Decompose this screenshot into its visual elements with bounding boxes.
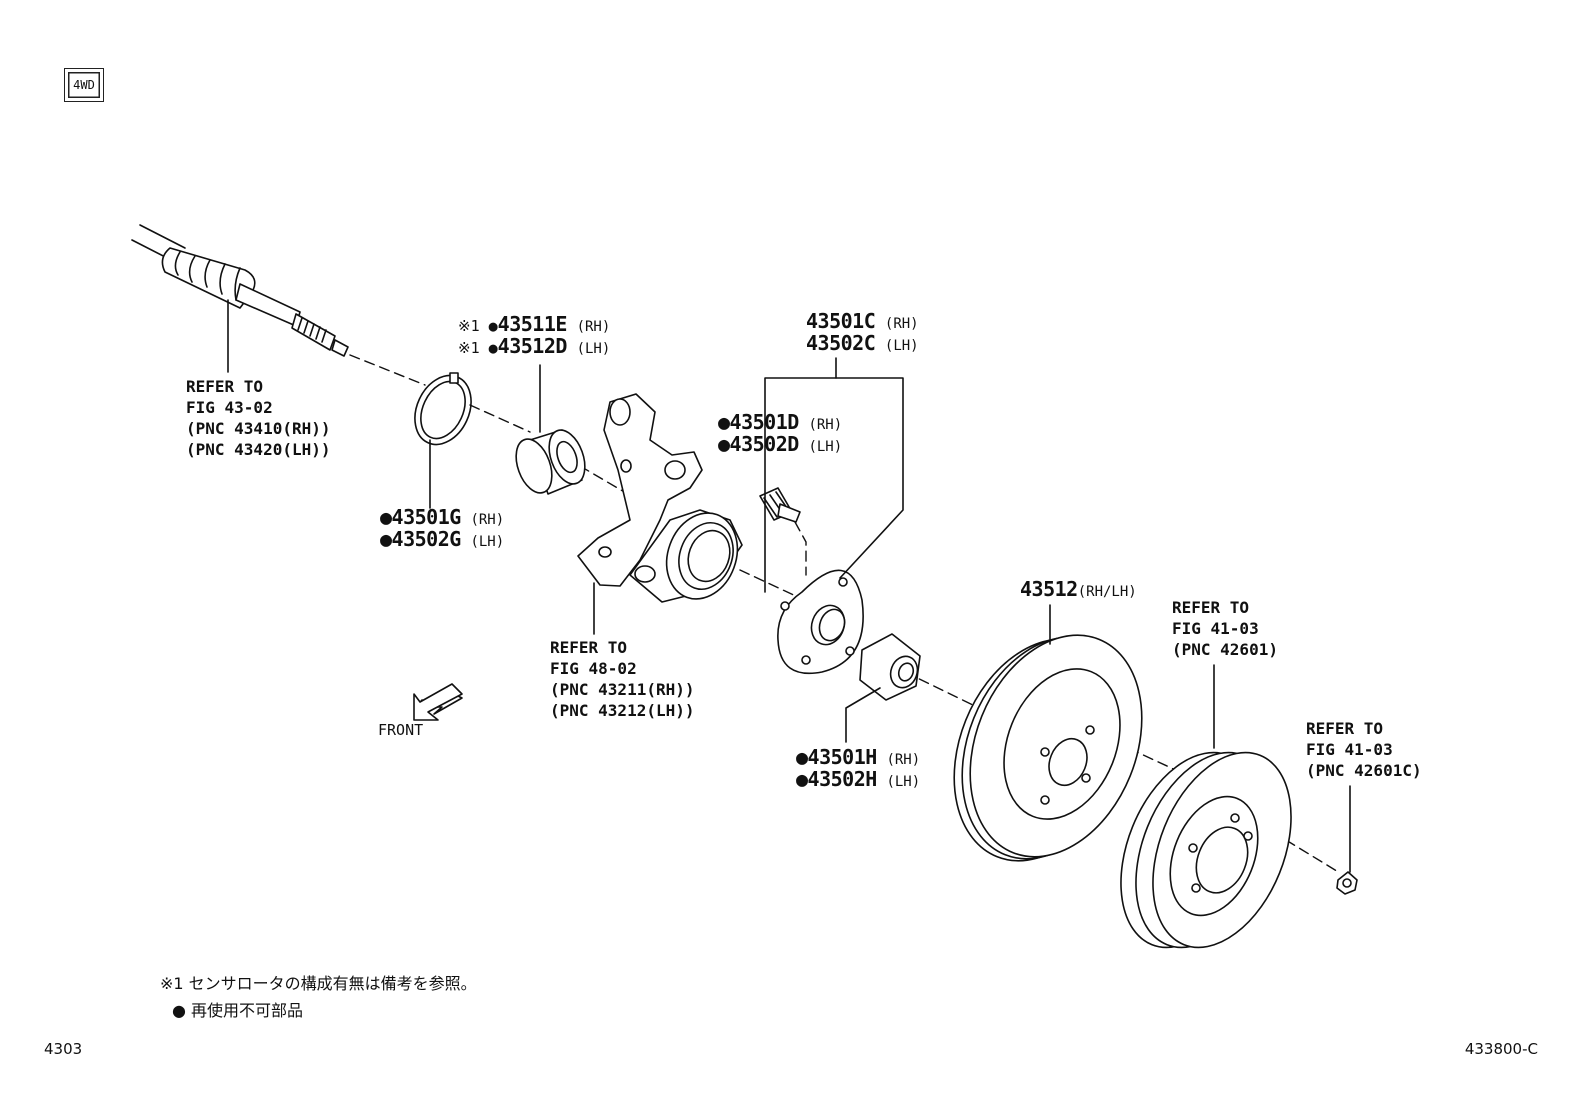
brake-drum (1120, 751, 1292, 949)
disc-part-number: 43512(RH/LH) (1020, 578, 1137, 601)
note-non-reusable: ● 再使用不可部品 (172, 1001, 304, 1020)
part-side: (LH) (884, 338, 919, 354)
snap-ring-part-numbers: ●43501G (RH) ●43502G (LH) (380, 505, 505, 551)
ref-line: REFER TO (1306, 719, 1384, 738)
drive-shaft (131, 224, 349, 357)
drivetrain-tag: 4WD (64, 68, 104, 102)
ref-line: FIG 41-03 (1306, 740, 1393, 759)
ref-line: FIG 41-03 (1172, 619, 1259, 638)
part-prefix: ※1 ● (458, 339, 498, 357)
ref-line: FIG 43-02 (186, 398, 273, 417)
part-side: (RH) (886, 752, 921, 768)
ref-line: (PNC 42601) (1172, 640, 1278, 659)
nut-part-numbers: ●43501H (RH) ●43502H (LH) (796, 745, 921, 791)
part-number[interactable]: 43501D (729, 410, 800, 434)
bearing (515, 429, 586, 495)
wheel-nut (1336, 871, 1358, 895)
nut-leader (845, 687, 881, 743)
lock-nut (859, 633, 921, 701)
part-prefix: ● (380, 505, 392, 529)
part-side: (RH) (576, 319, 611, 335)
part-side: (RH) (884, 316, 919, 332)
hub-bolt-part-numbers: ●43501D (RH) ●43502D (LH) (718, 410, 843, 456)
ref-line: (PNC 43420(LH)) (186, 440, 331, 459)
part-side: (RH/LH) (1077, 584, 1137, 600)
steering-knuckle (577, 393, 743, 603)
knuckle-reference: REFER TO FIG 48-02 (PNC 43211(RH)) (PNC … (550, 637, 695, 721)
figure-code: 433800-C (1464, 1040, 1538, 1058)
ref-line: FIG 48-02 (550, 659, 637, 678)
part-side: (LH) (886, 774, 921, 790)
part-number[interactable]: 43501C (806, 309, 876, 333)
part-prefix: ● (796, 745, 808, 769)
part-number[interactable]: 43502D (729, 432, 800, 456)
part-prefix: ● (380, 527, 392, 551)
drum-reference: REFER TO FIG 41-03 (PNC 42601) (1172, 597, 1278, 660)
wheelnut-reference: REFER TO FIG 41-03 (PNC 42601C) (1306, 718, 1422, 781)
part-prefix: ● (718, 410, 730, 434)
part-side: (RH) (470, 512, 505, 528)
bearing-part-numbers: ※1 ●43511E (RH) ※1 ●43512D (LH) (458, 312, 611, 358)
ref-line: REFER TO (550, 638, 628, 657)
part-number[interactable]: 43512D (497, 334, 568, 358)
page-number: 4303 (44, 1040, 83, 1058)
ref-line: REFER TO (1172, 598, 1250, 617)
part-number[interactable]: 43502G (391, 527, 462, 551)
note-sensor-rotor: ※1 センサロータの構成有無は備考を参照。 (160, 974, 477, 993)
ref-line: (PNC 43410(RH)) (186, 419, 331, 438)
shaft-reference: REFER TO FIG 43-02 (PNC 43410(RH)) (PNC … (186, 376, 331, 460)
part-number[interactable]: 43511E (497, 312, 568, 336)
front-label: FRONT (378, 721, 424, 739)
part-number[interactable]: 43502C (806, 331, 876, 355)
ref-line: (PNC 42601C) (1306, 761, 1422, 780)
snap-ring (414, 372, 472, 446)
part-prefix: ※1 ● (458, 317, 498, 335)
part-side: (LH) (808, 439, 843, 455)
ref-line: (PNC 43212(LH)) (550, 701, 695, 720)
part-number[interactable]: 43512 (1020, 577, 1078, 601)
part-prefix: ● (796, 767, 808, 791)
part-side: (LH) (470, 534, 505, 550)
ref-line: (PNC 43211(RH)) (550, 680, 695, 699)
hub-bolt (759, 487, 801, 523)
part-number[interactable]: 43502H (807, 767, 878, 791)
front-arrow-icon (413, 683, 463, 721)
hub-bracket (764, 377, 904, 593)
part-number[interactable]: 43501G (391, 505, 462, 529)
part-number[interactable]: 43501H (807, 745, 878, 769)
hub-part-numbers: 43501C (RH) 43502C (LH) (806, 309, 919, 355)
wheel-hub (777, 569, 864, 674)
brake-disc (953, 634, 1143, 862)
part-prefix: ● (718, 432, 730, 456)
part-side: (RH) (808, 417, 843, 433)
part-side: (LH) (576, 341, 611, 357)
ref-line: REFER TO (186, 377, 264, 396)
